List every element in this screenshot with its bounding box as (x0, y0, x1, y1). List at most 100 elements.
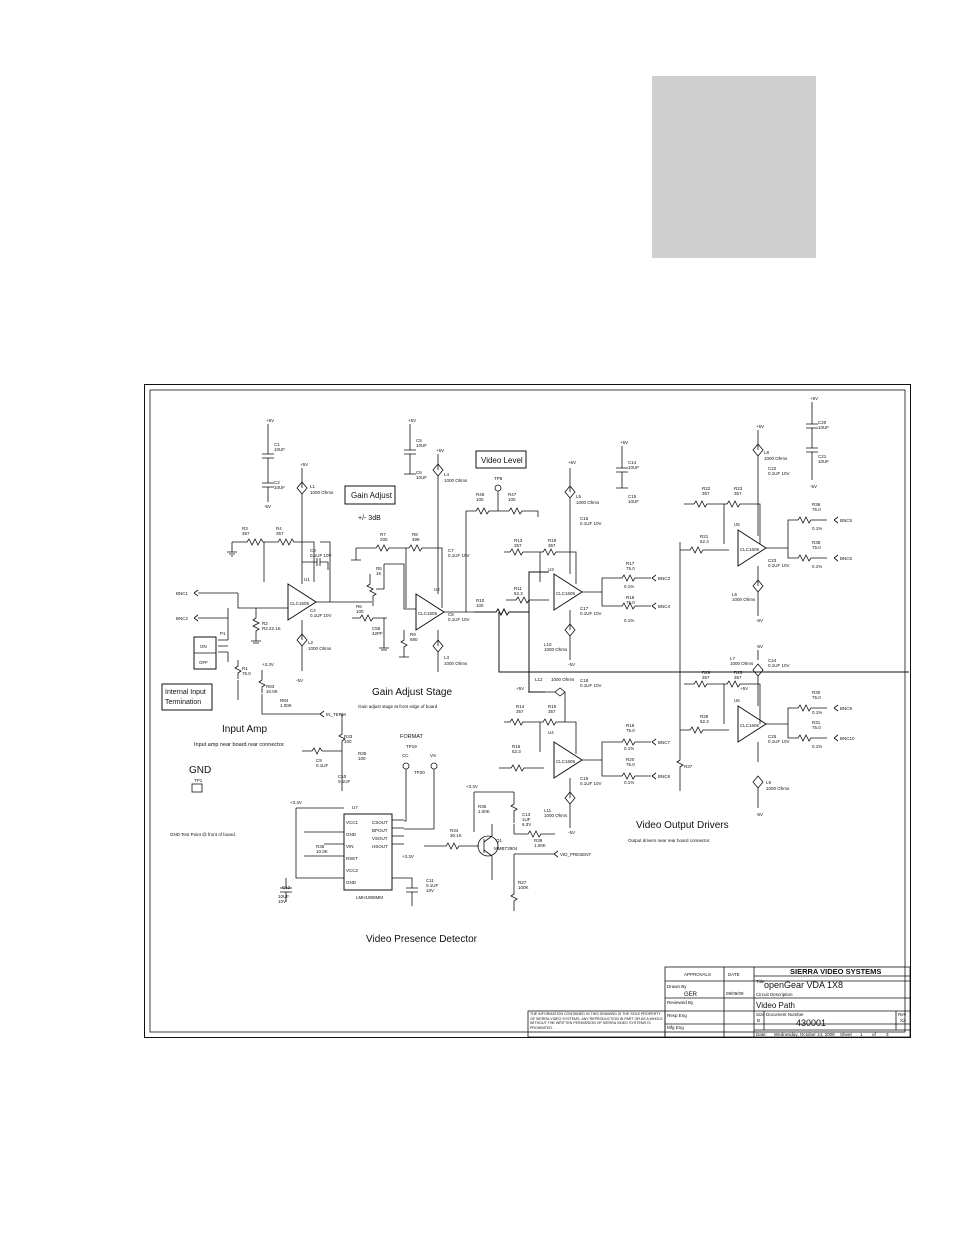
svg-text:R3: R3 (242, 526, 248, 531)
svg-text:0.1UF 10V: 0.1UF 10V (310, 613, 332, 618)
svg-text:+5V: +5V (568, 460, 576, 465)
gain-range-label: +/- 3dB (358, 515, 381, 522)
svg-text:357: 357 (514, 543, 522, 548)
svg-text:0.1%: 0.1% (624, 746, 634, 751)
switch-on-label: ON (200, 644, 207, 649)
svg-text:42PF: 42PF (372, 631, 383, 636)
bnc6-label: BNC6 (840, 556, 853, 561)
svg-text:U6: U6 (734, 698, 740, 703)
svg-text:1000 Ohms: 1000 Ohms (576, 500, 600, 505)
svg-text:U7: U7 (352, 805, 358, 810)
svg-text:L8: L8 (764, 450, 770, 455)
bnc5-label: BNC5 (840, 518, 853, 523)
svg-text:Circuit Description: Circuit Description (756, 992, 793, 997)
svg-text:R35: R35 (358, 751, 367, 756)
svg-text:RSET: RSET (346, 856, 358, 861)
svg-text:C12: C12 (282, 885, 291, 890)
svg-text:LMH1980MM: LMH1980MM (356, 895, 383, 900)
svg-text:C21: C21 (818, 454, 827, 459)
svg-text:U4: U4 (548, 730, 554, 735)
svg-text:TP19: TP19 (406, 744, 417, 749)
bnc9-label: BNC9 (840, 706, 853, 711)
svg-text:B: B (757, 1018, 760, 1023)
svg-text:52.3: 52.3 (514, 591, 523, 596)
opamp-u5 (737, 529, 767, 567)
gain-adjust-box (344, 485, 396, 505)
svg-text:R1: R1 (242, 666, 248, 671)
bnc4-label: BNC4 (658, 604, 671, 609)
svg-text:R17: R17 (626, 561, 635, 566)
svg-text:357: 357 (276, 531, 284, 536)
svg-text:0.1%: 0.1% (812, 744, 822, 749)
svg-text:R36: R36 (812, 502, 821, 507)
svg-text:R14: R14 (516, 704, 525, 709)
svg-text:R37: R37 (684, 764, 693, 769)
svg-text:Drawn By: Drawn By (667, 984, 687, 989)
input-amp-note: Input amp near board rear connector. (194, 742, 285, 748)
svg-text:R22: R22 (702, 486, 711, 491)
svg-text:L3: L3 (444, 655, 450, 660)
svg-text:R23: R23 (734, 486, 743, 491)
bnc1-label: BNC1 (176, 591, 189, 596)
video-output-drivers-note: Output drivers near rear board connector… (628, 838, 711, 843)
approvals-header: APPROVALS (684, 972, 711, 977)
svg-text:R25: R25 (734, 670, 743, 675)
svg-text:Video Level: Video Level (481, 456, 523, 465)
svg-text:C8: C8 (448, 612, 454, 617)
svg-text:Mfg Eng: Mfg Eng (667, 1025, 684, 1030)
svg-text:0.1%: 0.1% (624, 618, 634, 623)
svg-text:0.1UF 10V: 0.1UF 10V (310, 553, 332, 558)
svg-text:U5: U5 (734, 522, 740, 527)
svg-text:C58: C58 (372, 626, 381, 631)
bnc2-label: BNC2 (176, 616, 189, 621)
svg-text:C5: C5 (416, 438, 422, 443)
svg-text:0.1%: 0.1% (812, 526, 822, 531)
svg-text:L9: L9 (766, 780, 772, 785)
svg-text:357: 357 (702, 675, 710, 680)
svg-text:C15: C15 (628, 494, 637, 499)
svg-text:L12: L12 (535, 677, 543, 682)
svg-text:of: of (872, 1032, 877, 1037)
svg-text:+3.3V: +3.3V (262, 662, 274, 667)
svg-text:L5: L5 (576, 494, 582, 499)
svg-text:Gain Adjust: Gain Adjust (351, 491, 393, 500)
svg-text:Q1: Q1 (496, 838, 503, 843)
svg-text:L4: L4 (444, 472, 450, 477)
svg-text:C24: C24 (768, 658, 777, 663)
svg-text:VCC2: VCC2 (346, 868, 359, 873)
svg-text:Sheet: Sheet (840, 1032, 853, 1037)
opamp-u2 (415, 593, 445, 631)
svg-text:Reviewed By: Reviewed By (667, 1000, 694, 1005)
svg-text:10.0K: 10.0K (316, 849, 328, 854)
vid-present-net-label: VID_PRESENT (560, 852, 592, 857)
svg-text:1000 Ohms: 1000 Ohms (544, 647, 568, 652)
svg-text:R28: R28 (700, 714, 709, 719)
svg-text:R46: R46 (476, 492, 485, 497)
svg-text:R8: R8 (412, 532, 418, 537)
gnd-title: GND (189, 765, 211, 776)
svg-text:1000 Ohms: 1000 Ohms (766, 786, 790, 791)
svg-text:100: 100 (358, 756, 366, 761)
svg-text:R31: R31 (812, 720, 821, 725)
bnc7-label: BNC7 (658, 740, 671, 745)
svg-text:52.3: 52.3 (700, 539, 709, 544)
svg-text:BPOUT: BPOUT (372, 828, 388, 833)
svg-text:R29: R29 (702, 670, 711, 675)
svg-text:75.0: 75.0 (812, 725, 821, 730)
transistor-q1 (477, 835, 499, 857)
svg-text:+3.3V: +3.3V (402, 854, 414, 859)
svg-text:357: 357 (548, 709, 556, 714)
date-header: DATE (728, 972, 740, 977)
svg-text:R34: R34 (450, 828, 459, 833)
video-presence-detector-title: Video Presence Detector (366, 934, 478, 945)
svg-text:CLC1605: CLC1605 (556, 759, 576, 764)
svg-text:+5V: +5V (300, 462, 308, 467)
svg-text:10UF: 10UF (278, 894, 289, 899)
svg-text:1000 Ohms: 1000 Ohms (444, 661, 468, 666)
sheet-outer-border (144, 384, 911, 1038)
svg-text:0.1UF: 0.1UF (316, 763, 329, 768)
svg-text:357: 357 (734, 491, 742, 496)
svg-text:+3.3V: +3.3V (466, 784, 478, 789)
